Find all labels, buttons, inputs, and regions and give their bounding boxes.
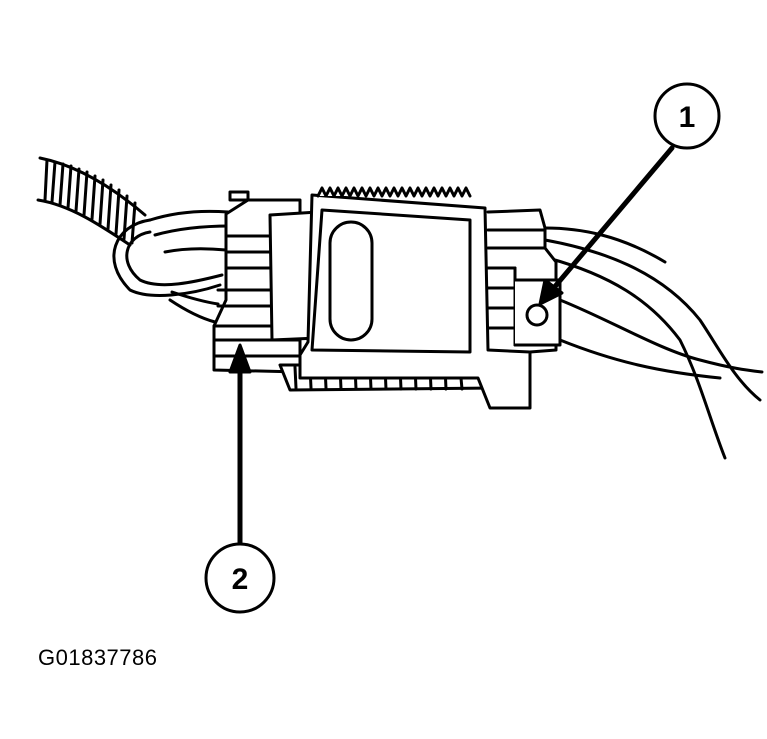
arrow-head-2 bbox=[228, 343, 252, 374]
figure-id-label: G01837786 bbox=[38, 645, 158, 670]
callout-1 bbox=[538, 82, 721, 306]
wire-harness-left bbox=[36, 156, 232, 324]
bolt-hole bbox=[525, 303, 549, 327]
connector-body bbox=[212, 186, 562, 410]
callout-1-number: 1 bbox=[679, 101, 696, 134]
wire-harness-right bbox=[543, 226, 764, 460]
arrow-head-1 bbox=[538, 278, 564, 306]
callout-2 bbox=[204, 343, 276, 614]
callout-2-number: 2 bbox=[232, 563, 249, 596]
